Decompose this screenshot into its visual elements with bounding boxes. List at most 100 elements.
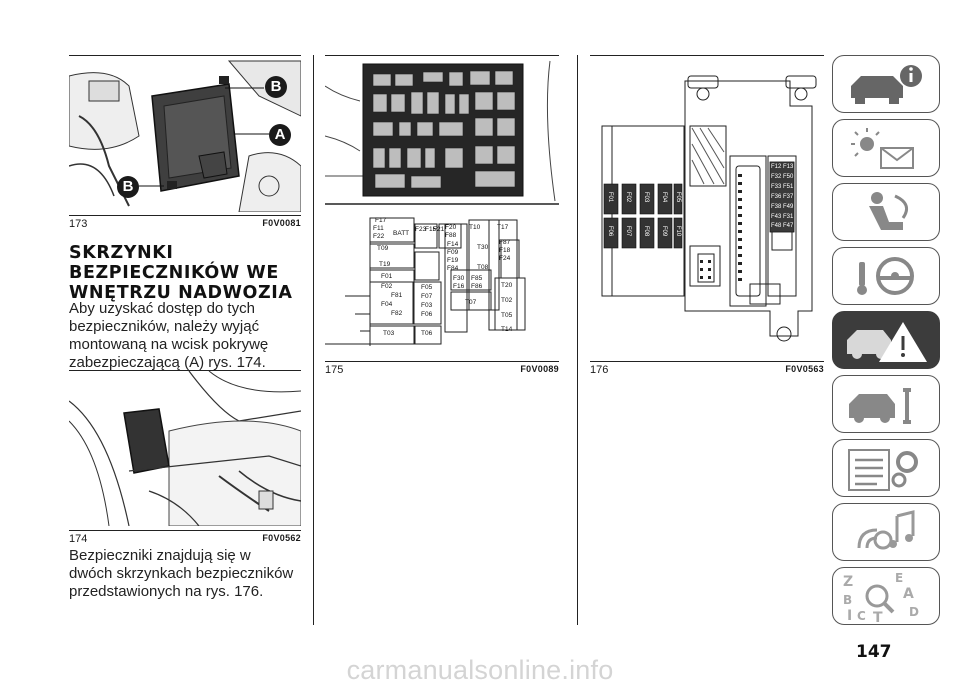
- fuse-label: T17: [497, 224, 509, 231]
- fuse-label: F04: [661, 191, 668, 203]
- figure-code: F0V0562: [262, 533, 301, 543]
- fuse-label: F37: [783, 194, 794, 200]
- text-line: Aby uzyskać dostęp do tych: [69, 300, 255, 317]
- text-line: zabezpieczającą (A) rys. 174.: [69, 354, 266, 371]
- fuse-label: F38: [771, 204, 782, 210]
- fuse-label: F51: [783, 184, 794, 190]
- figure-175: F17 F11 F22 BATT F23 F15 F21 F20 F88 T10…: [324, 55, 559, 356]
- fuse-label: F02: [625, 191, 632, 203]
- sidebar-tab-multimedia[interactable]: [832, 503, 940, 561]
- svg-text:C: C: [857, 609, 866, 623]
- sidebar-tab-emergency[interactable]: [832, 311, 940, 369]
- fuse-label: F14: [447, 241, 459, 248]
- fuse-label: F17: [375, 217, 387, 224]
- figure-173-caption: 173 F0V0081: [69, 215, 301, 230]
- figure-number: 174: [69, 533, 88, 545]
- fuse-label: T30: [477, 244, 489, 251]
- fuse-label: F86: [471, 283, 483, 290]
- svg-text:A: A: [903, 586, 914, 602]
- fuse-label: T20: [501, 282, 513, 289]
- fuse-label: F03: [643, 191, 650, 203]
- sidebar-tab-getting-to-know[interactable]: [832, 119, 940, 177]
- callout-b-top: B: [265, 76, 287, 98]
- fuse-label: F18: [499, 247, 511, 254]
- fuse-label: F22: [373, 233, 385, 240]
- fuse-label: F48: [771, 223, 782, 229]
- fuse-label: T02: [501, 297, 513, 304]
- fuse-label: F82: [391, 310, 403, 317]
- fuse-label: F88: [445, 232, 457, 239]
- figure-code: F0V0081: [262, 218, 301, 228]
- column-divider-2: [577, 55, 578, 625]
- watermark: carmanualsonline.info: [346, 655, 614, 685]
- figure-175-caption: 175 F0V0089: [325, 361, 559, 376]
- fuse-label: T14: [501, 326, 513, 333]
- sidebar-tab-dashboard[interactable]: [832, 55, 940, 113]
- callout-a: A: [269, 124, 291, 146]
- text-line: bezpieczników, należy wyjąć: [69, 318, 260, 335]
- fuse-label: F11: [373, 225, 384, 232]
- fuse-label: T19: [379, 261, 391, 268]
- intro-paragraph: Aby uzyskać dostęp do tych bezpieczników…: [69, 300, 268, 372]
- figure-number: 175: [325, 364, 344, 376]
- fuse-label: F50: [783, 174, 794, 180]
- car-info-icon: [851, 65, 922, 104]
- figure-code: F0V0089: [520, 364, 559, 374]
- svg-text:Z: Z: [843, 574, 853, 590]
- section-heading: SKRZYNKI BEZPIECZNIKÓW WE WNĘTRZU NADWOZ…: [69, 243, 309, 303]
- fusebox-diagram-176: [590, 56, 824, 356]
- fuse-label: T07: [465, 299, 477, 306]
- fuse-label: F05: [675, 191, 682, 203]
- sidebar-tab-safety[interactable]: [832, 183, 940, 241]
- fuse-label: F05: [421, 284, 433, 291]
- fuse-label: BATT: [393, 230, 410, 237]
- fuse-label: F49: [783, 204, 794, 210]
- figure-174: [68, 370, 302, 527]
- figure-176-caption: 176 F0V0563: [590, 361, 824, 376]
- fuse-label: F20: [445, 224, 457, 231]
- heading-line: WNĘTRZU NADWOZIA: [69, 283, 293, 303]
- fuse-label: F06: [607, 225, 614, 237]
- fuse-label: F33: [771, 184, 782, 190]
- fuse-label: F10: [675, 225, 682, 237]
- interior-fusebox-illustration: [68, 370, 302, 527]
- fuse-label: F21: [433, 226, 445, 233]
- text-line: Bezpieczniki znajdują się w: [69, 547, 251, 564]
- fuse-label: F47: [783, 223, 794, 229]
- fuse-label: T03: [383, 330, 395, 337]
- sidebar-tab-starting-driving[interactable]: [832, 247, 940, 305]
- fuse-label: F23: [415, 226, 427, 233]
- fuse-label: F84: [447, 265, 459, 272]
- fuse-label: T06: [421, 330, 433, 337]
- fuse-label: F07: [421, 293, 433, 300]
- page-number: 147: [856, 642, 892, 662]
- text-line: przedstawionych na rys. 176.: [69, 583, 264, 600]
- fuse-label: F02: [381, 283, 393, 290]
- fuse-label: F24: [499, 255, 511, 262]
- fuse-label: F08: [643, 225, 650, 237]
- figure-number: 173: [69, 218, 88, 230]
- sidebar-tab-technical-data[interactable]: [832, 439, 940, 497]
- sidebar-tab-index[interactable]: Z E A B I C T D: [832, 567, 940, 625]
- fuse-label: F31: [783, 214, 794, 220]
- svg-text:D: D: [909, 605, 919, 619]
- figure-176: F01 F02 F03 F04 F05 F06 F07 F08 F09 F10 …: [590, 55, 824, 356]
- fuse-label-layer: F17 F11 F22 BATT F23 F15 F21 F20 F88 T10…: [325, 56, 559, 356]
- seat-airbag-icon: [869, 192, 909, 230]
- fuse-label: F81: [391, 292, 403, 299]
- fuse-label: F85: [471, 275, 483, 282]
- figure-173: B A B: [68, 55, 302, 213]
- fuse-label: F30: [453, 275, 465, 282]
- sidebar-tab-maintenance[interactable]: [832, 375, 940, 433]
- fuse-label: T08: [477, 264, 489, 271]
- fuse-label: F09: [447, 249, 459, 256]
- alphabetical-index-icon: Z E A B I C T D: [843, 571, 919, 624]
- lights-message-icon: [851, 128, 914, 169]
- fuse-label: F36: [771, 194, 782, 200]
- fuse-label: F43: [771, 214, 782, 220]
- hazard-warning-icon: [847, 322, 927, 362]
- fuse-label: F01: [607, 191, 614, 203]
- callout-b-bottom: B: [117, 176, 139, 198]
- heading-line: SKRZYNKI: [69, 243, 174, 263]
- fuse-label: F04: [381, 301, 393, 308]
